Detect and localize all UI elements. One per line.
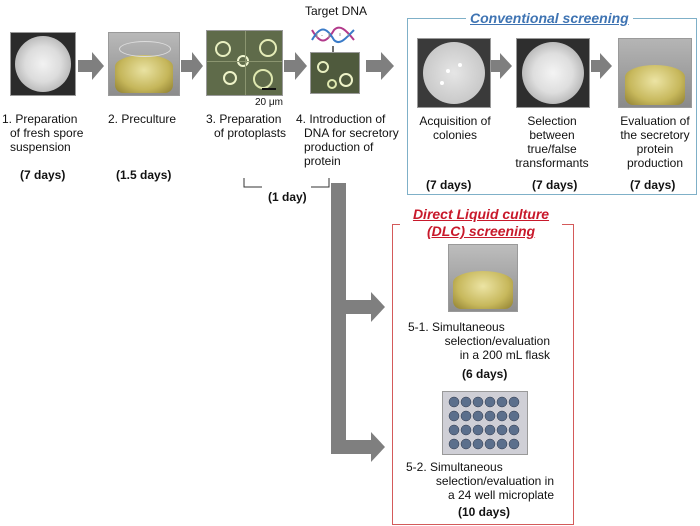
- conv-step-3-label: Evaluation of the secretory protein prod…: [620, 114, 690, 170]
- steps-3-4-days: (1 day): [268, 190, 307, 204]
- selection-dish-photo: [516, 38, 590, 108]
- arrow-to-dlc-1: [346, 292, 385, 322]
- evaluation-flask-photo: [618, 38, 692, 108]
- step-2-label: 2. Preculture: [108, 112, 177, 126]
- conv-step-2-days: (7 days): [532, 178, 578, 192]
- arrow-4-conv: [366, 52, 394, 80]
- arrow-conv-1-2: [490, 53, 512, 79]
- arrow-to-dlc-2: [331, 432, 385, 462]
- dlc-trunk: [331, 183, 346, 453]
- conv-step-1-label: Acquisition of colonies: [419, 114, 491, 142]
- conventional-screening-title: Conventional screening: [466, 10, 633, 26]
- conv-step-1-days: (7 days): [426, 178, 472, 192]
- microplate-photo: [442, 391, 528, 455]
- dlc-screening-title: Direct Liquid culture (DLC) screening: [400, 206, 562, 240]
- step-3-label: 3. Preparation of protoplasts: [206, 112, 287, 140]
- step-1-label: 1. Preparation of fresh spore suspension: [2, 112, 84, 154]
- dlc-step-1-days: (6 days): [462, 367, 508, 381]
- conv-step-2-label: Selection between true/false transforman…: [515, 114, 589, 170]
- arrow-1-2: [78, 52, 104, 80]
- arrow-3-4: [284, 52, 307, 80]
- target-dna-label: Target DNA: [305, 4, 368, 18]
- colonies-dish-photo: [417, 38, 491, 108]
- petri-dish-photo: [10, 32, 76, 96]
- protoplast-photo: [206, 30, 283, 96]
- arrow-conv-2-3: [591, 53, 612, 79]
- step-2-days: (1.5 days): [116, 168, 172, 182]
- step-4-label: 4. Introduction of DNA for secretory pro…: [296, 112, 399, 168]
- dlc-flask-photo: [448, 244, 518, 312]
- flask-photo: [108, 32, 180, 96]
- transformation-photo: [310, 52, 360, 94]
- steps-3-4-bracket: [243, 178, 330, 188]
- scale-bar-label: 20 μm: [255, 97, 283, 108]
- dlc-step-1-label: 5-1. Simultaneous selection/evaluation i…: [408, 320, 550, 362]
- dna-helix-icon: [311, 26, 355, 44]
- dlc-step-2-label: 5-2. Simultaneous selection/evaluation i…: [406, 460, 554, 502]
- arrow-2-3: [181, 52, 203, 80]
- conv-step-3-days: (7 days): [630, 178, 676, 192]
- dlc-step-2-days: (10 days): [458, 505, 511, 519]
- step-1-days: (7 days): [20, 168, 66, 182]
